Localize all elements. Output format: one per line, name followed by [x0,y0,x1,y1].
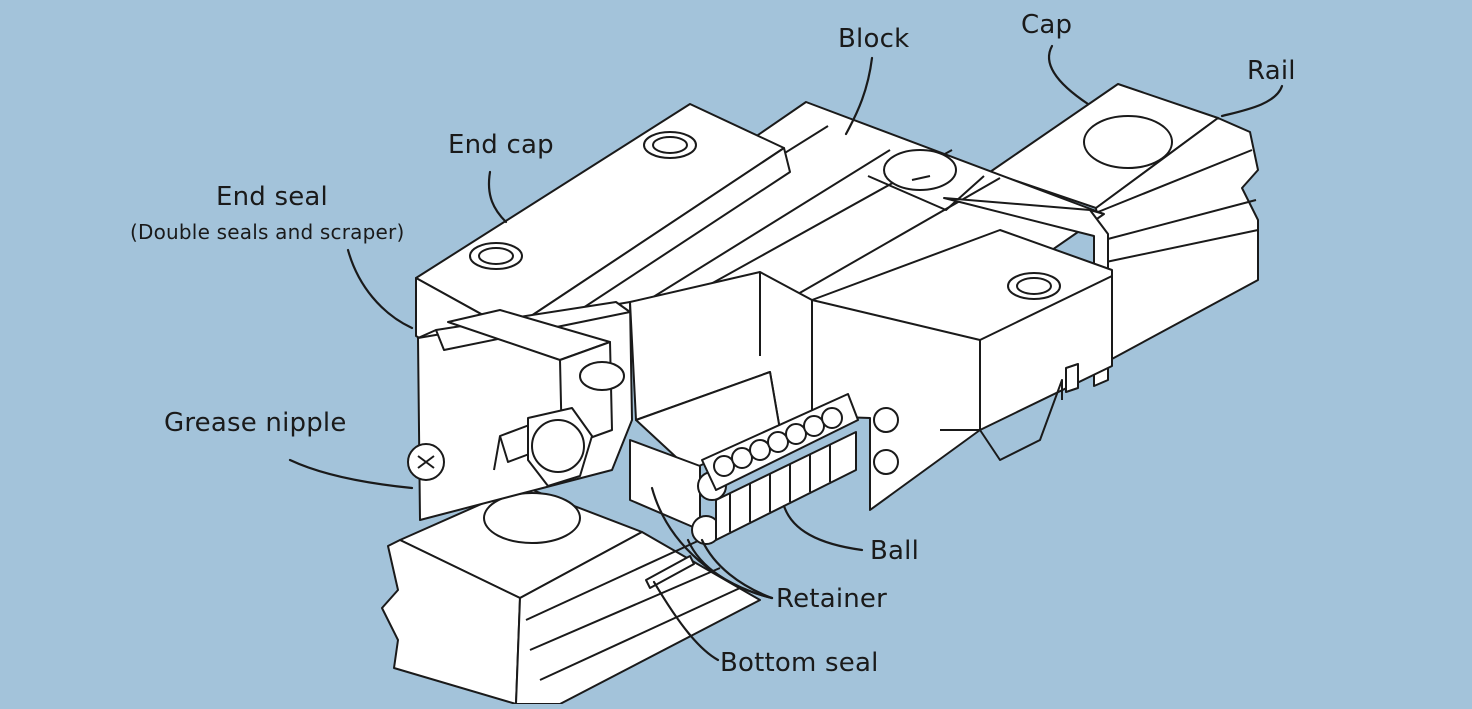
side-hole-2 [873,449,899,475]
ball-leader [782,504,864,552]
label-end-seal: End seal [216,182,328,212]
ball-row [691,393,859,545]
end-cap-leader [487,170,508,224]
label-block: Block [838,24,910,54]
cap-leader [1047,44,1090,106]
label-ball: Ball [870,536,920,566]
side-hole-1 [873,407,899,433]
end-cap-hole-2 [469,242,523,270]
label-retainer: Retainer [776,584,888,614]
end-seal-leader [346,248,414,330]
label-grease-nipple: Grease nipple [164,408,347,438]
rail-leader [1220,84,1284,118]
block-hole-right [1007,272,1061,300]
rail-mounting-hole-front [483,492,581,544]
lube-port-hole [579,361,625,391]
rail-back [989,83,1259,361]
block-leader [844,56,874,136]
label-rail: Rail [1247,56,1296,86]
label-end-cap: End cap [448,130,554,160]
grease-nipple [493,407,593,487]
grease-nipple-leader [288,458,414,490]
retainer-leader-2 [686,538,774,600]
label-cap: Cap [1021,10,1073,40]
block-center-hole [883,149,957,191]
label-bottom-seal: Bottom seal [720,648,879,678]
rail-mounting-hole-back [1083,115,1173,169]
bottom-seal-strip [645,555,695,589]
cutaway-section [629,229,1113,531]
end-seal-plate [407,301,633,521]
rail-front [381,485,761,705]
retainer-leader-3 [700,538,774,600]
label-end-seal-note: (Double seals and scraper) [130,220,405,244]
bottom-seal-leader [652,580,720,662]
end-cap-hole-1 [643,131,697,159]
